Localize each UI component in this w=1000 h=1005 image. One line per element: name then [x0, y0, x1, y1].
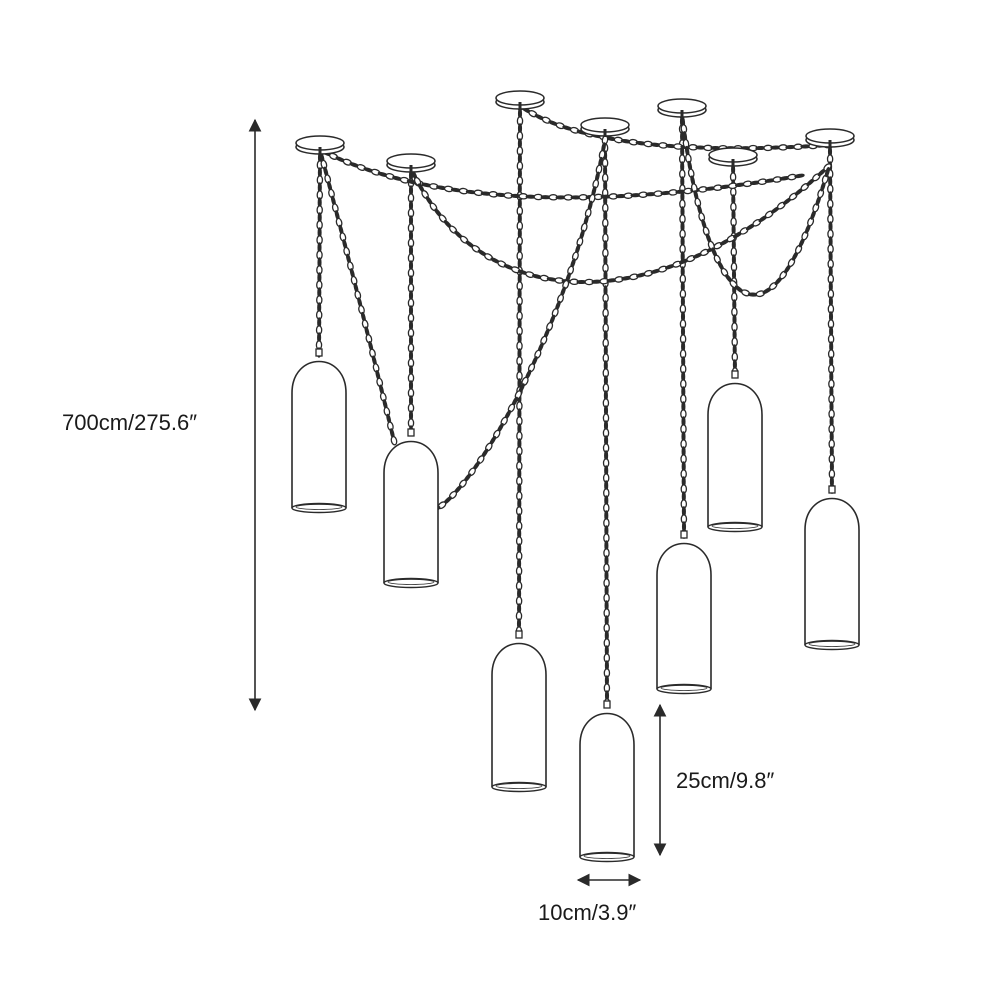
shade-width-label: 10cm/3.9″: [538, 900, 637, 925]
chain-drop-4: [601, 128, 611, 708]
chain-drop-1: [315, 145, 324, 358]
canopy-1: [295, 135, 345, 155]
pendant-shade-5: [656, 530, 712, 695]
canopy-7: [805, 128, 855, 148]
chain-drop-7: [826, 139, 836, 494]
chain-swag-c: [407, 163, 832, 286]
pendant-shade-1: [291, 348, 347, 514]
chain-drop-5: [678, 109, 688, 539]
pendant-shade-4: [579, 700, 635, 863]
chain-swag-e: [678, 109, 830, 298]
chain-drop-3: [515, 101, 524, 636]
canopy-5: [657, 98, 707, 118]
pendant-shade-2: [383, 428, 439, 589]
pendant-shade-7: [804, 485, 860, 651]
chain-link: [794, 173, 805, 179]
chain-drop-2: [407, 163, 415, 436]
overall-height-label: 700cm/275.6″: [62, 410, 197, 435]
chain-drop-6: [729, 157, 739, 377]
chains-group: [315, 101, 836, 708]
shade-height-label: 25cm/9.8″: [676, 768, 775, 793]
chain-swag-a: [316, 145, 398, 446]
canopy-6: [708, 147, 758, 167]
pendant-shade-6: [707, 370, 763, 533]
chain-swag-d: [431, 135, 609, 513]
canopy-4: [580, 117, 630, 137]
chain-link: [824, 167, 830, 178]
dimension-lines: [248, 118, 667, 887]
pendant-shade-3: [491, 630, 547, 793]
canopy-2: [386, 153, 436, 173]
canopies-group: [295, 90, 855, 173]
chain-link: [390, 435, 398, 446]
shades-group: [291, 348, 860, 863]
canopy-3: [495, 90, 545, 110]
